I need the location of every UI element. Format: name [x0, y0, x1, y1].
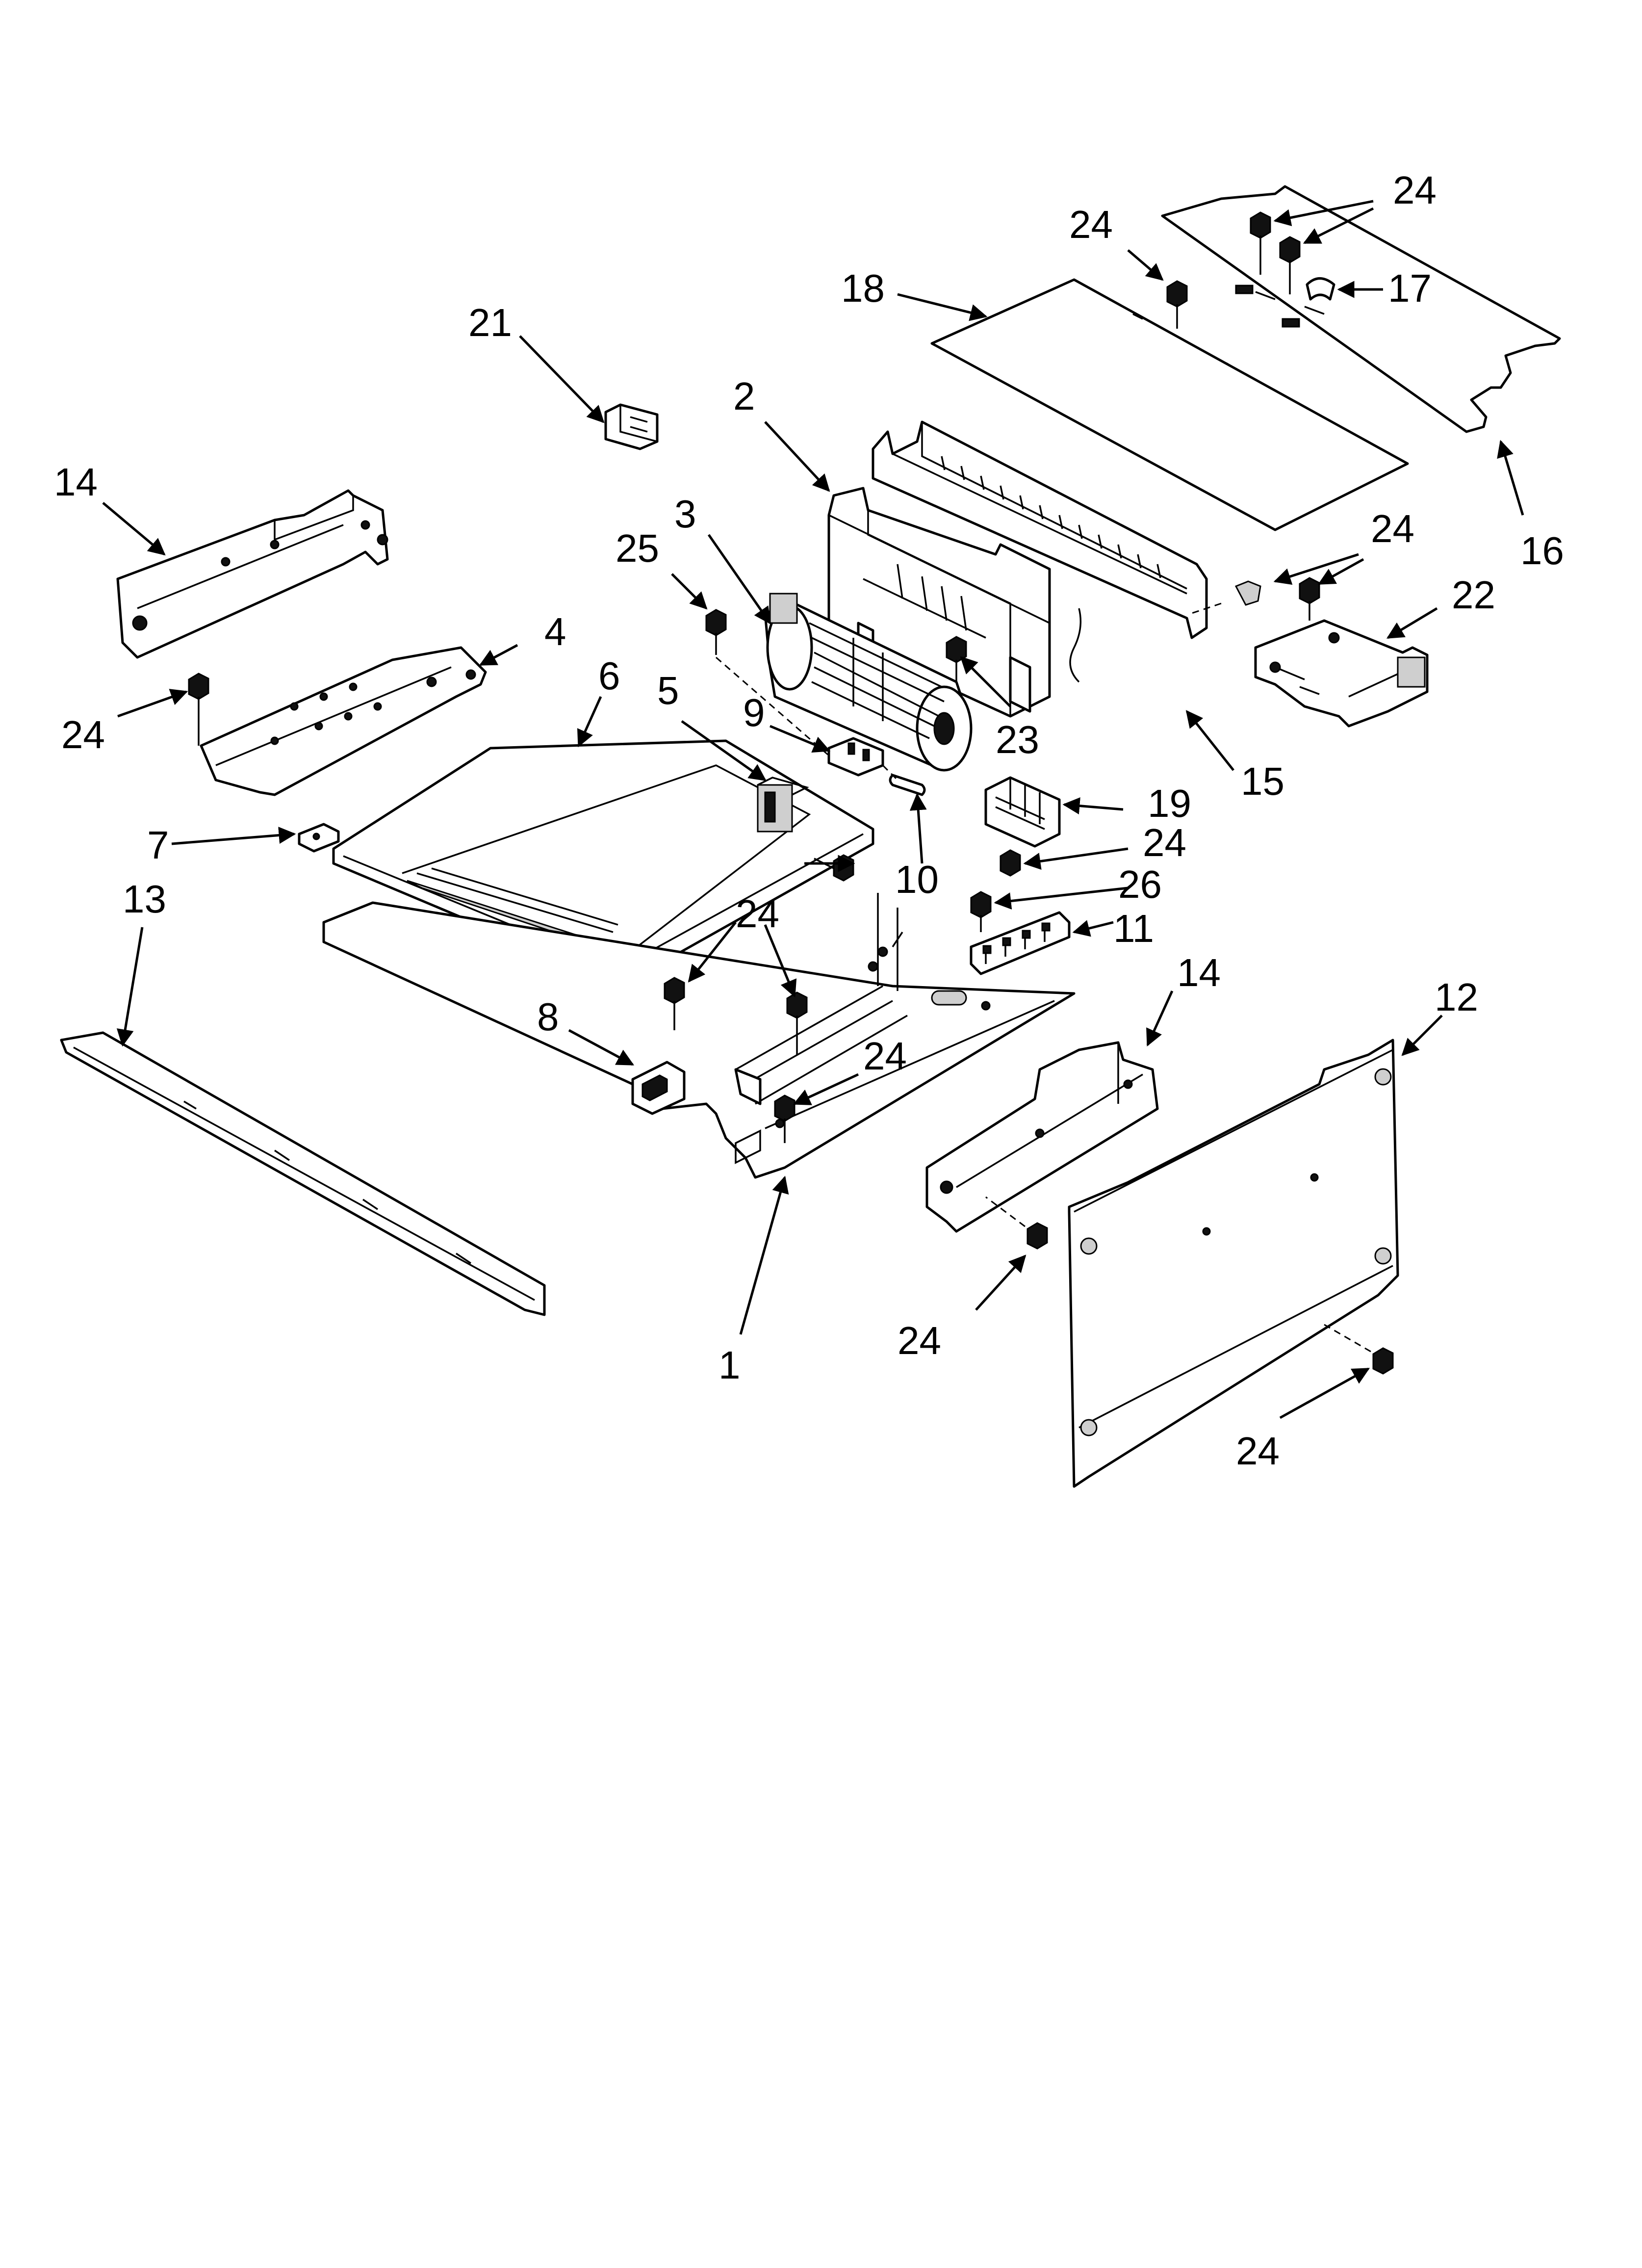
callout-24: 24 [1371, 507, 1414, 550]
callout-18: 18 [841, 266, 885, 310]
callout-22: 22 [1452, 573, 1495, 617]
part-19-heatsink [984, 776, 1061, 848]
callout-25: 25 [616, 526, 659, 570]
callout-24: 24 [1069, 203, 1113, 246]
callout-8: 8 [537, 995, 559, 1039]
screw-24-panel [1324, 1324, 1394, 1375]
callout-19: 19 [1148, 782, 1191, 825]
part-12-side-panel [1068, 1039, 1399, 1488]
part-9-terminal [827, 737, 884, 777]
callout-24: 24 [1236, 1429, 1280, 1473]
callout-24: 24 [1143, 821, 1186, 864]
part-15-vented-housing [872, 420, 1208, 683]
callout-14: 14 [1177, 951, 1221, 994]
part-13-front-trim [60, 1031, 546, 1316]
callout-6: 6 [598, 654, 620, 698]
callout-12: 12 [1435, 975, 1478, 1019]
callout-17: 17 [1388, 266, 1432, 310]
part-8-bracket-clip [631, 1061, 686, 1115]
part-18-top-panel [930, 278, 1409, 531]
callout-7: 7 [147, 823, 169, 867]
callout-2: 2 [733, 374, 755, 418]
callout-5: 5 [657, 669, 679, 712]
callout-21: 21 [468, 301, 512, 344]
plate-holes [270, 669, 476, 745]
screw-24-top-a [1250, 211, 1271, 275]
dashed-assembly-line-25 [716, 656, 898, 781]
screw-24-top-c [1166, 280, 1188, 329]
part-24-screw-19 [1000, 849, 1021, 877]
part-25-screw [705, 609, 727, 655]
part-2-duct-channel [827, 487, 1051, 718]
callout-4: 4 [544, 610, 566, 653]
callout-14: 14 [54, 460, 98, 504]
callout-3: 3 [674, 492, 696, 536]
part-23-screw [946, 636, 967, 682]
part-16-rear-top-panel [1161, 185, 1561, 433]
callout-23: 23 [996, 718, 1039, 761]
leader-lines [102, 200, 1524, 1419]
callout-16: 16 [1520, 529, 1564, 573]
callout-24: 24 [863, 1034, 907, 1078]
screw-24-base [774, 1095, 795, 1143]
callout-13: 13 [123, 877, 166, 921]
screw-24-right-side [1191, 580, 1261, 614]
callout-15: 15 [1241, 759, 1284, 803]
part-22-bracket [1254, 619, 1429, 728]
part-17-clip [1306, 277, 1335, 301]
callout-24: 24 [736, 892, 779, 936]
screw-24-center-c [786, 991, 808, 1055]
screw-24-bracket-right [985, 1196, 1048, 1250]
callout-24: 24 [61, 713, 105, 756]
screw-24-top-b [1279, 236, 1301, 294]
screw-24-part-22 [1299, 577, 1320, 621]
part-5-switch [757, 777, 809, 833]
part-11-terminal-block [970, 911, 1071, 975]
part-21-connector [604, 403, 659, 450]
callout-1: 1 [718, 1343, 741, 1387]
part-14-left-bracket [116, 489, 389, 659]
part-7-clip [298, 823, 340, 853]
part-4-plate [200, 646, 487, 796]
part-26-screw [970, 891, 992, 932]
part-3-blower-fan [764, 593, 973, 772]
screw-24-part-4 [188, 673, 209, 746]
callout-labels: 24 24 18 17 21 2 14 16 3 25 24 22 4 6 24… [54, 168, 1564, 1473]
callout-10: 10 [895, 858, 939, 901]
callout-26: 26 [1118, 862, 1162, 906]
callout-9: 9 [743, 691, 765, 734]
screw-24-center-b [664, 977, 685, 1030]
part-14-right-bracket [925, 1041, 1159, 1233]
callout-11: 11 [1113, 907, 1154, 950]
callout-24: 24 [898, 1319, 941, 1362]
callout-24: 24 [1393, 168, 1437, 212]
vent-slots [941, 456, 1161, 578]
